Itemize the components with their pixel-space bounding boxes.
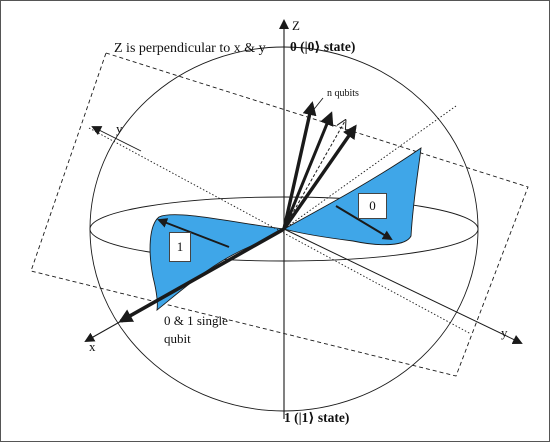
y-axis-upper-left <box>91 126 142 152</box>
lobe-one-arrow <box>157 218 230 248</box>
y-axis-lower-right <box>283 228 523 345</box>
single-qubit-label-line2: qubit <box>164 331 191 346</box>
x-axis-bold-arrow <box>118 227 285 323</box>
qubit-arrow-2 <box>282 111 334 230</box>
title-note: Z is perpendicular to x & y <box>114 41 266 56</box>
z-axis-label: Z <box>292 18 300 33</box>
y-axis-left-label: y <box>116 121 123 136</box>
qubit-arrow-3 <box>282 124 357 230</box>
qubit-arrow-1 <box>282 101 317 230</box>
dotted-diagonal <box>283 105 457 230</box>
state-zero-box: 0 <box>358 193 387 219</box>
bottom-state-label: 1 (|1⟩ state) <box>284 410 350 425</box>
state-one-box: 1 <box>169 232 191 262</box>
lobe-zero <box>282 147 422 246</box>
single-qubit-label-line1: 0 & 1 single <box>164 313 228 328</box>
dashed-plane <box>30 52 529 377</box>
n-qubits-leader <box>310 97 324 114</box>
x-axis-label: x <box>89 339 96 354</box>
lobe-zero-arrow <box>335 205 393 241</box>
n-qubits-label: n qubits <box>327 88 359 99</box>
top-state-label: 0 (|0⟩ state) <box>290 39 356 54</box>
qubit-arrow-dashed <box>290 121 345 217</box>
lobe-one <box>149 214 286 312</box>
y-axis-right-label: y <box>501 325 508 340</box>
